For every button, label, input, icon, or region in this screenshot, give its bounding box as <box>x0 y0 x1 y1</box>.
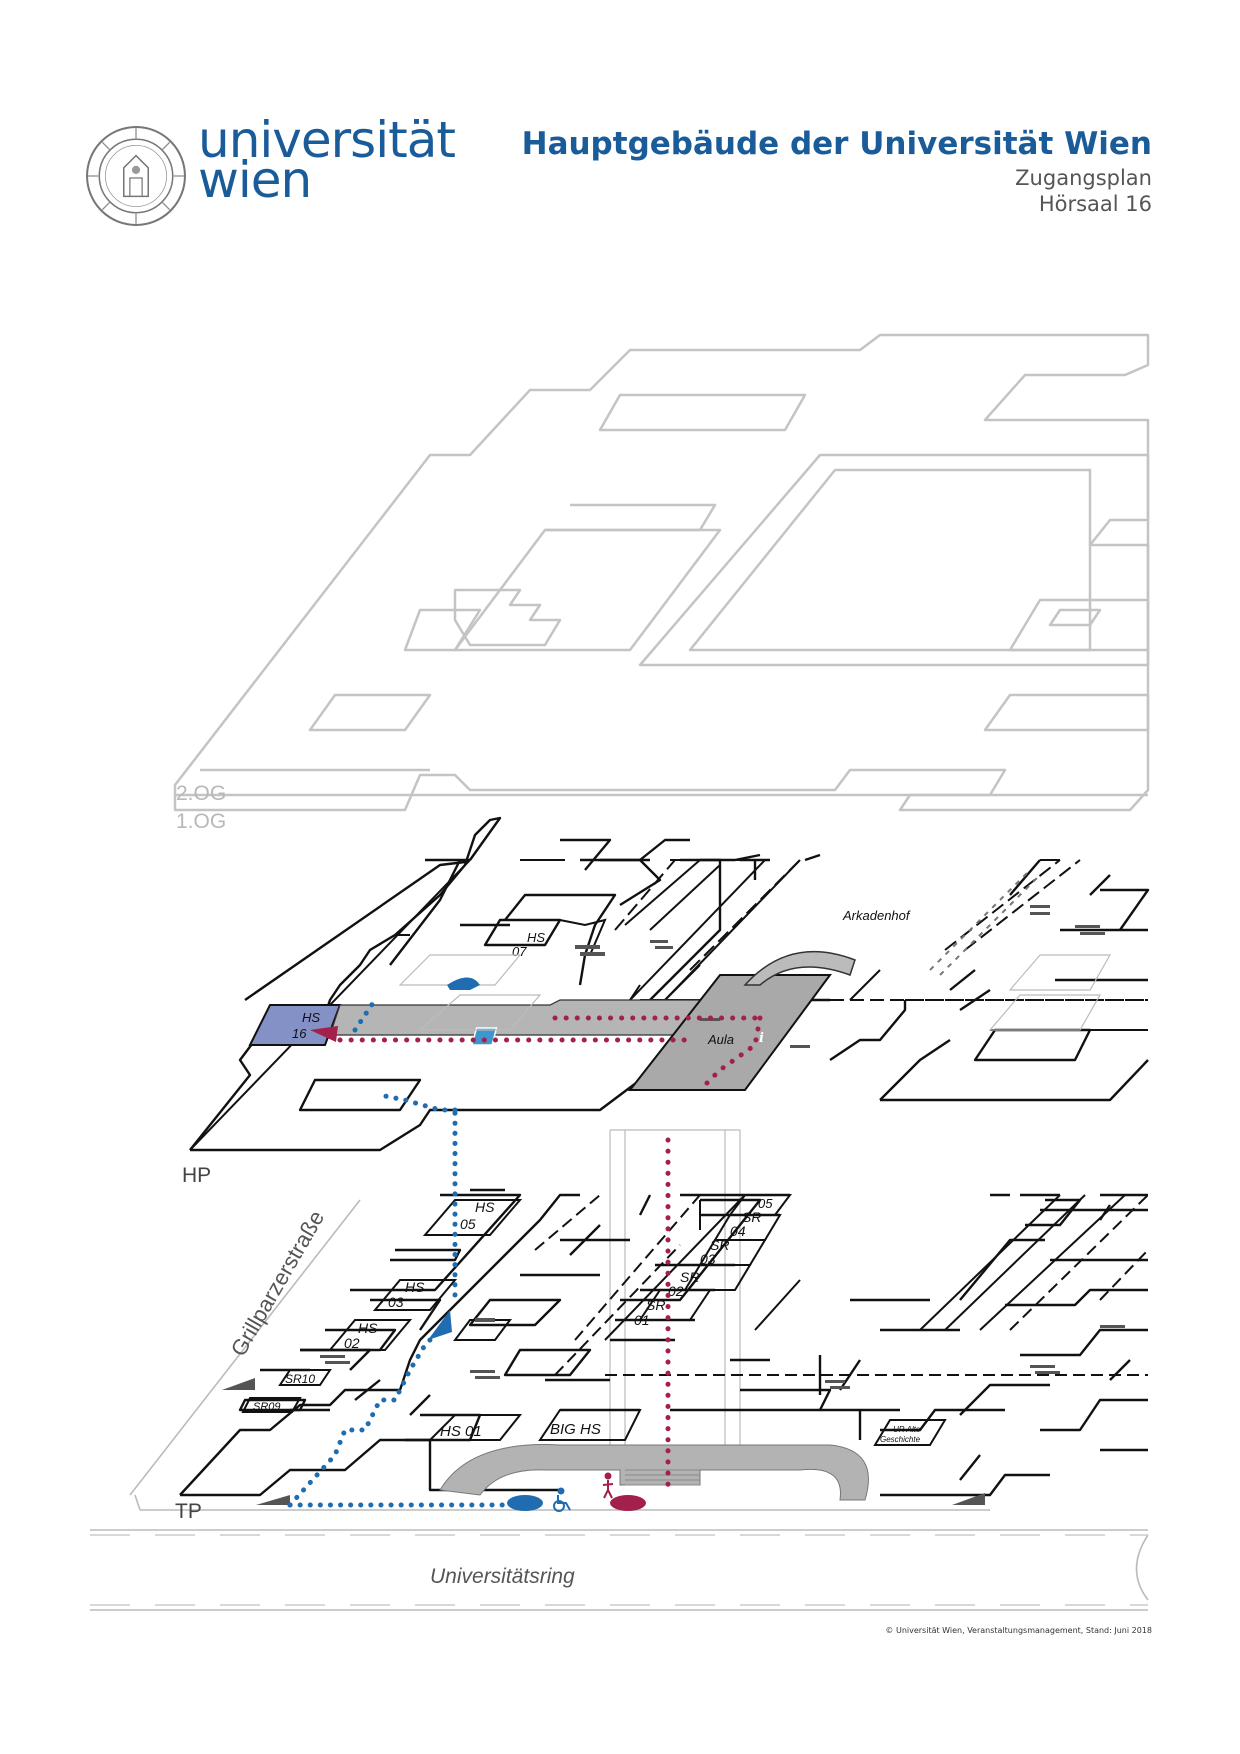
room-label-sr09: SR09 <box>253 1401 281 1413</box>
room-label-sr05: 05 <box>758 1196 773 1211</box>
svg-text:i: i <box>759 1031 764 1046</box>
room-label-hs01: HS 01 <box>440 1423 482 1440</box>
hs16-room-highlight <box>248 1004 342 1046</box>
room-label-ur-b: Geschichte <box>880 1435 921 1444</box>
blue-arrow-icon <box>428 1310 452 1340</box>
room-subtitle: Hörsaal 16 <box>1038 192 1152 216</box>
aula-grey <box>627 974 832 1091</box>
room-label-hs03-a: HS <box>405 1279 425 1295</box>
pedestrian-icon <box>602 1472 614 1499</box>
page-subtitle: Zugangsplan <box>1015 166 1152 190</box>
room-label-sr04-b: 04 <box>730 1223 746 1239</box>
main-route-red <box>337 1015 763 1493</box>
main-entrance-marker <box>610 1495 646 1511</box>
corridor-grey <box>329 999 722 1036</box>
wordmark-line2: wien <box>198 151 312 209</box>
info-icon: i <box>471 1027 764 1046</box>
entrance-triangle-icon <box>952 1493 985 1505</box>
room-label-hs05-b: 05 <box>460 1216 476 1232</box>
main-floor-outline <box>189 816 1150 1152</box>
courtyard-label-arkadenhof: Arkadenhof <box>842 908 911 923</box>
room-label-hs16-b: 16 <box>292 1026 307 1041</box>
room-label-sr04-a: SR <box>742 1209 761 1225</box>
floor-label-1og: 1.OG <box>176 810 226 833</box>
accessible-entrance-marker <box>507 1495 543 1511</box>
accessible-route-blue <box>287 997 523 1508</box>
room-label-hs03-b: 03 <box>388 1294 404 1310</box>
room-label-sr02-b: 02 <box>668 1283 684 1299</box>
room-label-big-hs: BIG HS <box>550 1421 601 1438</box>
room-label-sr03-b: 03 <box>700 1251 716 1267</box>
upper-floor-outline <box>173 333 1150 812</box>
room-label-sr10: SR10 <box>285 1372 315 1386</box>
entrance-triangle-icon <box>222 1378 255 1390</box>
room-label-aula: Aula <box>707 1032 734 1047</box>
entrance-ramp-grey <box>439 1444 869 1501</box>
street-label-universitaetsring: Universitätsring <box>430 1565 575 1588</box>
wheelchair-icon <box>553 1487 571 1512</box>
street-label-grillparzerstrasse: Grillparzerstraße <box>226 1206 330 1360</box>
room-label-sr01-b: 01 <box>634 1312 650 1328</box>
wordmark-line1: universität <box>198 111 456 169</box>
room-label-hs02-a: HS <box>358 1320 378 1336</box>
room-label-hs07-b: 07 <box>512 944 527 959</box>
blue-destination-marker <box>447 977 480 990</box>
vertical-connection-shaft <box>609 1129 741 1460</box>
university-wordmark: universität wien <box>198 111 456 209</box>
university-seal-logo <box>86 126 186 226</box>
room-label-sr02-a: SR <box>680 1269 699 1285</box>
room-label-hs02-b: 02 <box>344 1335 360 1351</box>
copyright-notice: © Universität Wien, Veranstaltungsmanage… <box>885 1626 1152 1635</box>
room-label-hs05-a: HS <box>475 1199 495 1215</box>
floor-label-hp: HP <box>182 1164 211 1187</box>
floor-label-tp: TP <box>175 1500 202 1523</box>
entrance-triangle-icon <box>256 1495 290 1505</box>
red-arrow-icon <box>310 1026 338 1042</box>
room-label-hs07-a: HS <box>527 930 545 945</box>
room-label-ur-a: UR Alte <box>893 1425 921 1434</box>
page-title: Hauptgebäude der Universität Wien <box>521 126 1152 162</box>
room-label-sr03-a: SR <box>710 1237 729 1253</box>
floor-label-2og: 2.OG <box>176 782 226 805</box>
room-label-sr01-a: SR <box>646 1297 665 1313</box>
room-label-hs16-a: HS <box>302 1010 320 1025</box>
